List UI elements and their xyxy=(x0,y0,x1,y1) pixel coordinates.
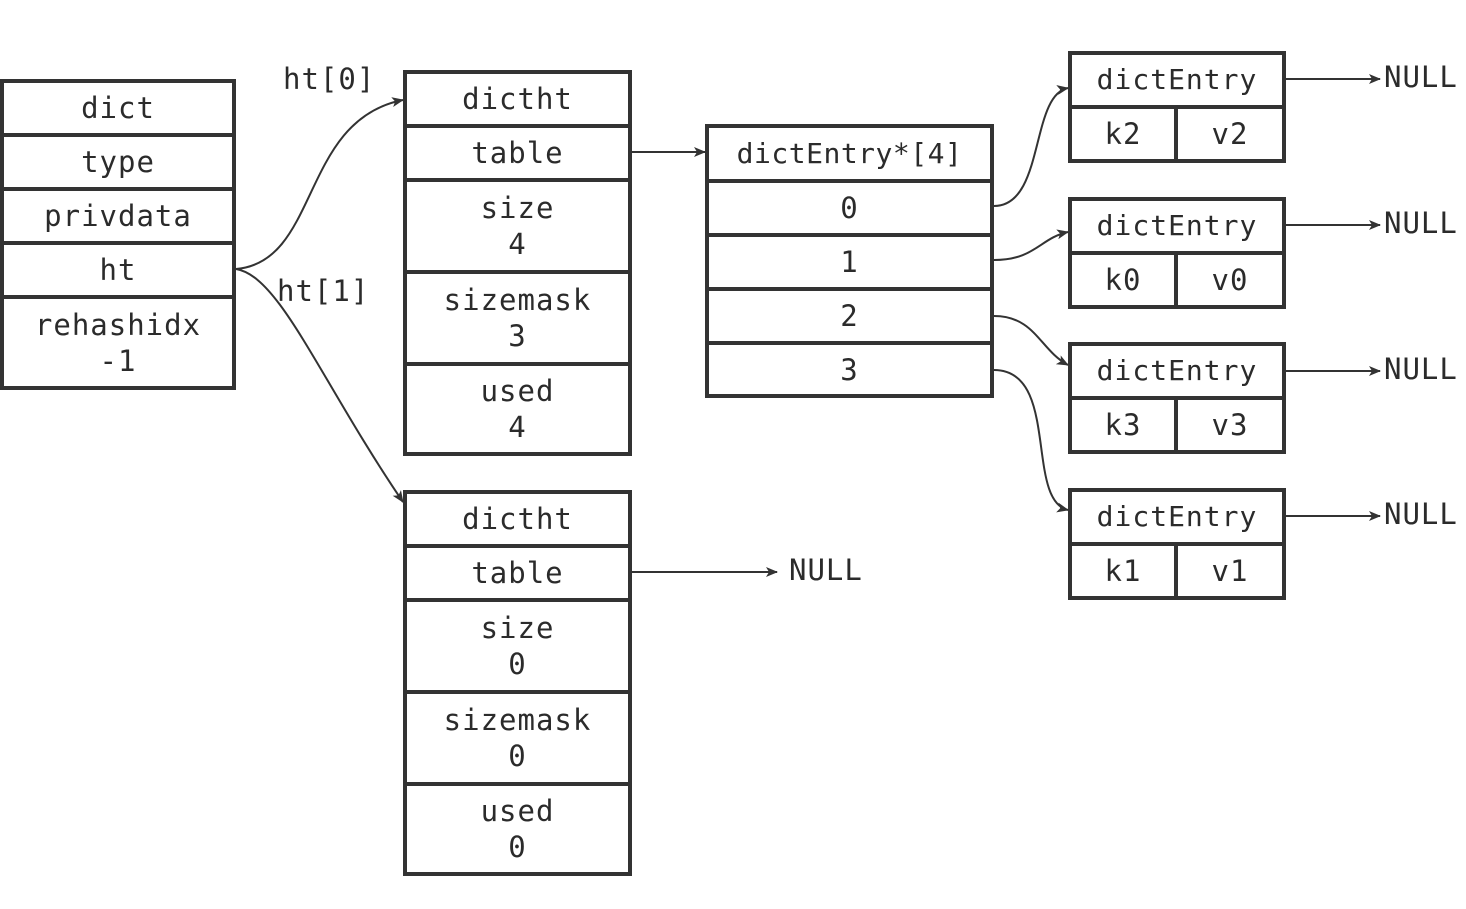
size-label: size xyxy=(480,191,555,225)
rehashidx-value: -1 xyxy=(99,343,137,378)
entry-next-null: NULL xyxy=(1384,497,1458,531)
dict-entry-value: v3 xyxy=(1211,408,1249,442)
sizemask-label: sizemask xyxy=(443,283,592,317)
arrow-ht-to-ht0 xyxy=(235,97,404,270)
entry-next-null: NULL xyxy=(1384,60,1458,94)
table-slot-2: 2 xyxy=(709,291,990,345)
rehashidx-label: rehashidx xyxy=(34,307,202,342)
size-value: 0 xyxy=(508,647,527,681)
edge-label-ht0: ht[0] xyxy=(283,62,376,96)
table-slot-0: 0 xyxy=(709,183,990,237)
dict-entry-k2: dictEntry k2 v2 xyxy=(1068,51,1286,163)
used-label: used xyxy=(480,374,555,408)
dictht-0-used-field: used 4 xyxy=(407,366,628,452)
dict-entry-k3: dictEntry k3 v3 xyxy=(1068,342,1286,454)
table-slot-3: 3 xyxy=(840,352,859,387)
dictht-0-title: dictht xyxy=(407,74,628,128)
used-value: 0 xyxy=(508,830,527,864)
arrow-ht-to-ht1 xyxy=(235,268,404,503)
dict-entry-key: k0 xyxy=(1072,255,1178,305)
dict-entry-key: k3 xyxy=(1072,400,1178,450)
entry-next-null: NULL xyxy=(1384,352,1458,386)
sizemask-value: 3 xyxy=(508,319,527,353)
dict-struct: dict type privdata ht rehashidx -1 xyxy=(0,79,236,390)
dict-entry-value: v1 xyxy=(1211,554,1249,588)
dictht-1-sizemask-field: sizemask 0 xyxy=(407,694,628,786)
used-value: 4 xyxy=(508,410,527,444)
used-label: used xyxy=(480,794,555,828)
table-slot-1: 1 xyxy=(709,237,990,291)
dict-rehashidx-field: rehashidx -1 xyxy=(4,299,232,386)
dict-title: dict xyxy=(4,83,232,137)
dictht-0-size-field: size 4 xyxy=(407,182,628,274)
dictht-0-table-field: table xyxy=(407,128,628,182)
dict-entry-title: dictEntry xyxy=(1072,492,1282,546)
dictht-1-size-field: size 0 xyxy=(407,602,628,694)
dict-entry-title: dictEntry xyxy=(1072,346,1282,400)
dict-entry-title: dictEntry xyxy=(1072,201,1282,255)
dictht-1-table-field: table xyxy=(407,548,628,602)
dictht-1-title: dictht xyxy=(407,494,628,548)
table-array-title: dictEntry*[4] xyxy=(709,128,990,183)
entry-next-null: NULL xyxy=(1384,206,1458,240)
dict-entry-key: k1 xyxy=(1072,546,1178,596)
dict-ht-field: ht xyxy=(4,245,232,299)
dict-entry-title: dictEntry xyxy=(1072,55,1282,109)
dict-entry-k1: dictEntry k1 v1 xyxy=(1068,488,1286,600)
sizemask-label: sizemask xyxy=(443,703,592,737)
size-label: size xyxy=(480,611,555,645)
arrow-slot0-to-entry xyxy=(993,85,1069,207)
ht1-table-null: NULL xyxy=(789,553,863,587)
dict-entry-k0: dictEntry k0 v0 xyxy=(1068,197,1286,309)
arrow-slot2-to-entry xyxy=(993,315,1069,366)
dict-entry-value: v2 xyxy=(1211,117,1249,151)
size-value: 4 xyxy=(508,227,527,261)
table-array: dictEntry*[4] 0 1 2 3 xyxy=(705,124,994,398)
dict-privdata-field: privdata xyxy=(4,191,232,245)
dictht-1-used-field: used 0 xyxy=(407,786,628,872)
arrow-slot3-to-entry xyxy=(993,369,1069,513)
dictht-1: dictht table size 0 sizemask 0 used 0 xyxy=(403,490,632,876)
arrow-slot1-to-entry xyxy=(993,229,1069,261)
dict-entry-value: v0 xyxy=(1211,263,1249,297)
dictht-0-sizemask-field: sizemask 3 xyxy=(407,274,628,366)
sizemask-value: 0 xyxy=(508,739,527,773)
dict-type-field: type xyxy=(4,137,232,191)
dictht-0: dictht table size 4 sizemask 3 used 4 xyxy=(403,70,632,456)
edge-label-ht1: ht[1] xyxy=(277,274,370,308)
dict-entry-key: k2 xyxy=(1072,109,1178,159)
